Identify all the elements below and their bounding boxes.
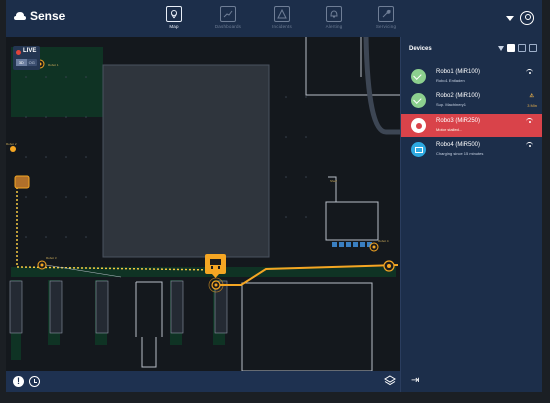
chart-icon: [220, 6, 236, 22]
view-mode-option[interactable]: OG: [28, 60, 35, 65]
app-window: Sense Map Dashboards Incidents Alerting …: [6, 0, 542, 392]
nav-dashboards-label: Dashboards: [214, 24, 242, 29]
map-label: Robot 4: [378, 239, 389, 243]
live-label: LIVE: [23, 48, 37, 54]
map-icon: [166, 6, 182, 22]
map-bottom-bar: !: [6, 371, 400, 392]
nav-map[interactable]: Map: [148, 6, 200, 29]
robot-marker[interactable]: [10, 146, 16, 152]
device-status: Motor stalled...: [436, 127, 463, 132]
warning-icon: [274, 6, 290, 22]
grid-filter-icon[interactable]: [529, 44, 537, 52]
robot-filter-icon[interactable]: [507, 44, 515, 52]
ok-status-icon: [411, 93, 426, 108]
nav-dashboards[interactable]: Dashboards: [202, 6, 254, 29]
robot-path: [16, 187, 217, 271]
error-status-icon: [411, 118, 426, 133]
charging-status-icon: [411, 142, 426, 157]
history-icon[interactable]: [29, 376, 40, 387]
device-row[interactable]: Robo1 (MiR100) Robo1 Entladen: [401, 65, 542, 88]
active-route: [216, 264, 399, 286]
wifi-icon: [526, 142, 533, 148]
device-row[interactable]: Robo4 (MiR500) Charging since 15 minutes: [401, 138, 542, 161]
device-status: Sup. Machinery1: [436, 102, 467, 107]
nav-servicing-label: Servicing: [375, 24, 397, 29]
device-name: Robo4 (MiR500): [436, 142, 481, 148]
wrench-icon: [378, 6, 394, 22]
device-status: Robo1 Entladen: [436, 78, 465, 83]
wifi-icon: [526, 118, 533, 124]
device-filters: [498, 44, 537, 52]
nav-incidents-label: Incidents: [272, 24, 292, 29]
top-bar: Sense Map Dashboards Incidents Alerting …: [6, 0, 542, 38]
app-name: Sense: [30, 9, 66, 23]
nav-alerting[interactable]: Alerting: [308, 6, 360, 29]
device-name: Robo3 (MiR250): [436, 118, 481, 124]
wifi-icon: [526, 69, 533, 75]
device-row[interactable]: Robo2 (MiR100) Sup. Machinery1 ⚠ 3 Min: [401, 89, 542, 112]
devices-title: Devices: [409, 46, 432, 52]
alert-icon[interactable]: !: [13, 376, 24, 387]
map-label: Shelf: [330, 179, 337, 183]
device-name: Robo1 (MiR100): [436, 69, 481, 75]
nav-servicing[interactable]: Servicing: [360, 6, 412, 29]
floor-map[interactable]: Robot 1 Robot 2 Robot 3 Robot 4 Shelf LI…: [6, 37, 400, 371]
live-dot-icon: [16, 50, 21, 55]
nav-alerting-label: Alerting: [325, 24, 343, 29]
robot-icon: [210, 259, 221, 265]
filter-icon[interactable]: [498, 45, 504, 51]
account-dropdown-caret-icon[interactable]: [506, 16, 514, 21]
map-label: Robot 2: [6, 142, 17, 146]
view-mode-option[interactable]: 3D: [16, 59, 27, 66]
user-icon[interactable]: [520, 11, 534, 25]
signal-warning-icon: ⚠: [529, 93, 534, 99]
brand-logo[interactable]: Sense: [14, 9, 65, 23]
nav-incidents[interactable]: Incidents: [256, 6, 308, 29]
bell-icon: [326, 6, 342, 22]
devices-panel: Devices Robo1 (MiR100) Robo1 Entladen Ro…: [400, 37, 542, 392]
map-label: Robot 3: [46, 256, 57, 260]
charging-station[interactable]: [14, 175, 30, 189]
device-name: Robo2 (MiR100): [436, 93, 481, 99]
alert-time: 3 Min: [527, 103, 537, 108]
nav-map-label: Map: [169, 24, 179, 29]
tower-filter-icon[interactable]: [518, 44, 526, 52]
device-row-selected[interactable]: Robo3 (MiR250) Motor stalled...: [401, 114, 542, 137]
map-label: Robot 1: [48, 63, 59, 67]
map-canvas[interactable]: Robot 1 Robot 2 Robot 3 Robot 4 Shelf: [6, 37, 400, 371]
device-status: Charging since 15 minutes: [436, 151, 484, 156]
layers-icon[interactable]: [384, 375, 396, 387]
ok-status-icon: [411, 69, 426, 84]
collapse-panel-icon[interactable]: ⇥: [411, 375, 420, 386]
cloud-icon: [14, 12, 26, 20]
